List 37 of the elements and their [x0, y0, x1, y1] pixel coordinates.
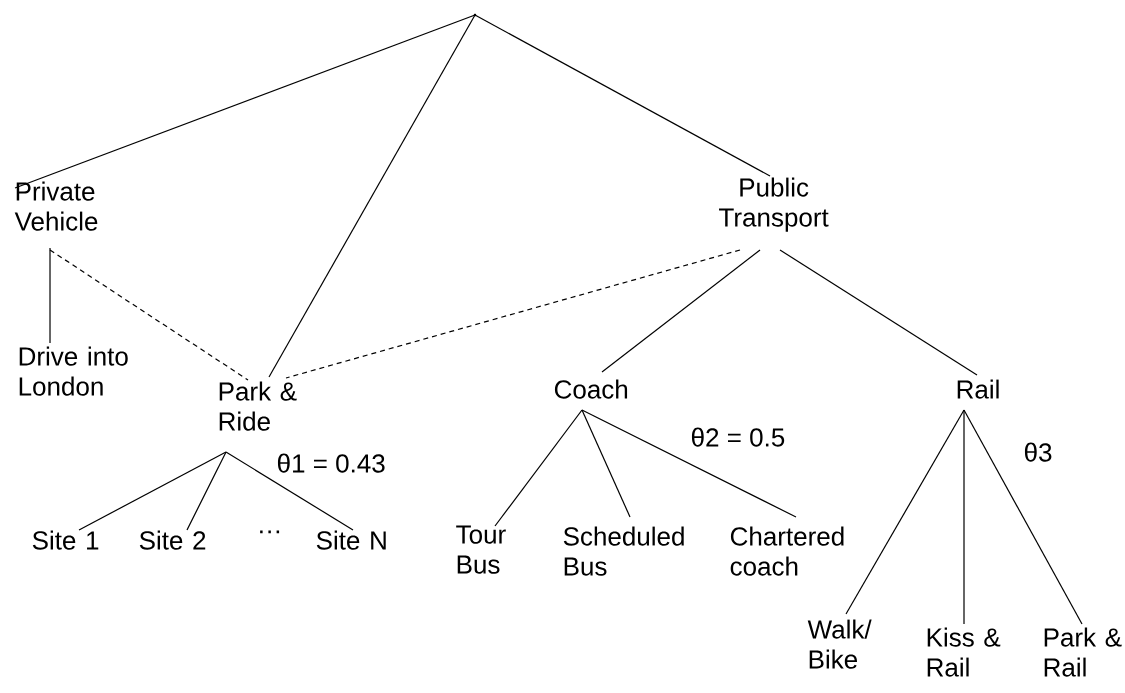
node-label: Rail [957, 379, 999, 399]
branch-line [779, 249, 978, 376]
node-label: Walk/ Bike [807, 619, 872, 669]
node-label: Chartered coach [730, 526, 844, 576]
dashed-line [49, 249, 249, 381]
node-label: Site 1 [32, 530, 99, 550]
branch-line [845, 409, 965, 615]
node-label: Public Transport [719, 177, 829, 232]
node-label: Park & Rail [1044, 627, 1122, 677]
branch-line [268, 14, 476, 378]
branch-line [581, 409, 631, 518]
branch-line [581, 409, 797, 518]
node-label: Tour Bus [456, 525, 506, 574]
branch-line [49, 247, 51, 344]
annotation: θ3 [1024, 442, 1052, 462]
node-label: Private Vehicle [14, 181, 98, 231]
branch-line [963, 409, 1083, 625]
node-label: Coach [554, 379, 628, 399]
annotation: θ1 = 0.43 [277, 453, 385, 473]
node-label: Site 2 [139, 530, 206, 550]
node-label: Kiss & Rail [927, 627, 1001, 677]
node-label: Scheduled Bus [563, 526, 684, 576]
branch-line [186, 451, 227, 531]
branch-line [78, 451, 227, 531]
node-label: Park & Ride [219, 381, 297, 431]
branch-line [225, 451, 354, 531]
branch-point [473, 13, 477, 17]
node-label: Drive into London [19, 346, 128, 396]
branch-line [494, 409, 583, 527]
branch-line [14, 14, 476, 189]
dashed-line [285, 249, 741, 379]
annotation: … [260, 530, 280, 534]
branch-line [963, 409, 965, 625]
node-label: Site N [316, 530, 386, 550]
branch-line [601, 249, 761, 373]
branch-line [474, 14, 771, 177]
annotation: θ2 = 0.5 [691, 427, 785, 447]
